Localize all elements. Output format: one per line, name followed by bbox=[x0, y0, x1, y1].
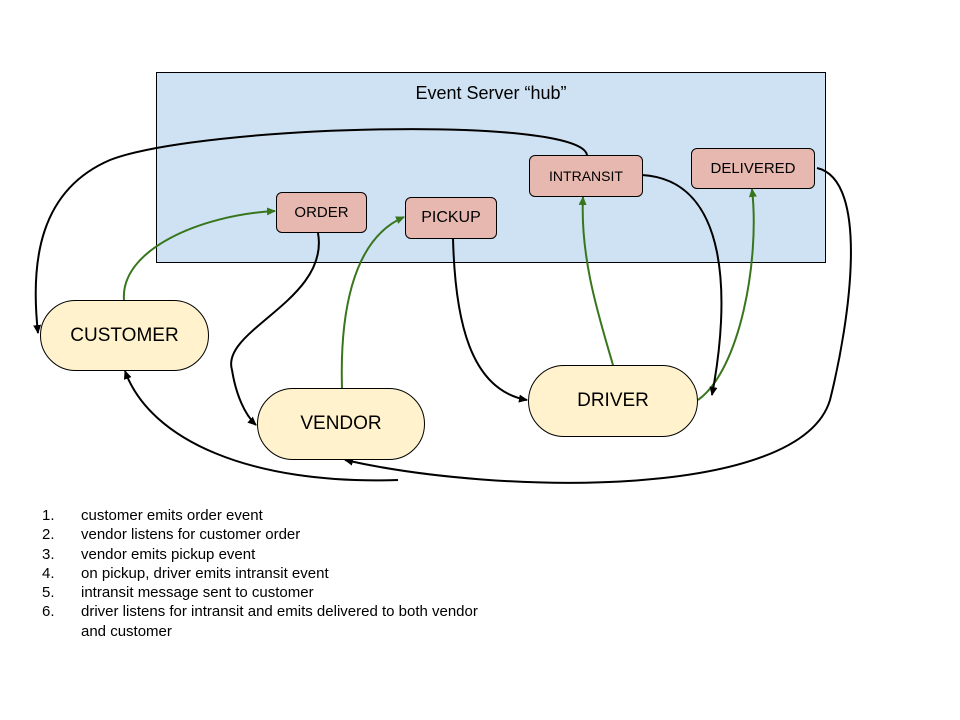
arrow-driver-to-delivered bbox=[697, 188, 757, 401]
list-item: 3. vendor emits pickup event bbox=[42, 545, 501, 564]
event-order-label: ORDER bbox=[294, 204, 349, 221]
actor-customer-label: CUSTOMER bbox=[70, 324, 179, 346]
step-text: driver listens for intransit and emits d… bbox=[81, 603, 478, 640]
step-number: 3. bbox=[42, 545, 55, 563]
event-delivered: DELIVERED bbox=[691, 148, 815, 189]
event-pickup-label: PICKUP bbox=[421, 209, 481, 226]
step-text: on pickup, driver emits intransit event bbox=[81, 564, 329, 582]
actor-customer: CUSTOMER bbox=[40, 300, 209, 371]
arrow-order-to-vendor bbox=[230, 232, 320, 426]
step-text: vendor listens for customer order bbox=[81, 526, 301, 544]
list-item: 5. intransit message sent to customer bbox=[42, 583, 501, 602]
event-delivered-label: DELIVERED bbox=[710, 160, 796, 177]
arrow-vendor-to-pickup bbox=[340, 216, 405, 389]
arrow-delivered-to-customer bbox=[123, 370, 399, 482]
step-number: 5. bbox=[42, 584, 55, 602]
actor-vendor: VENDOR bbox=[257, 388, 425, 460]
actor-vendor-label: VENDOR bbox=[300, 413, 382, 434]
event-pickup: PICKUP bbox=[405, 197, 497, 239]
event-intransit: INTRANSIT bbox=[529, 155, 643, 197]
list-item: 4. on pickup, driver emits intransit even… bbox=[42, 564, 501, 583]
step-text: vendor emits pickup event bbox=[81, 545, 256, 563]
step-number: 2. bbox=[42, 526, 55, 544]
list-item: 6. driver listens for intransit and emits… bbox=[42, 602, 501, 641]
step-number: 1. bbox=[42, 507, 55, 524]
arrow-delivered-to-vendor bbox=[344, 167, 852, 484]
event-order: ORDER bbox=[276, 192, 367, 233]
arrow-intransit-to-customer bbox=[33, 128, 588, 334]
arrow-driver-to-intransit bbox=[578, 196, 614, 366]
step-number: 4. bbox=[42, 564, 55, 582]
event-intransit-label: INTRANSIT bbox=[549, 168, 623, 184]
actor-driver: DRIVER bbox=[528, 365, 698, 437]
step-number: 6. bbox=[42, 603, 55, 621]
list-item: 1. customer emits order event bbox=[42, 506, 501, 525]
actor-driver-label: DRIVER bbox=[577, 390, 649, 411]
steps-list: 1. customer emits order event 2. vendor li… bbox=[42, 506, 501, 641]
hub-title: Event Server “hub” bbox=[415, 83, 567, 103]
arrow-pickup-to-driver bbox=[452, 237, 528, 403]
list-item: 2. vendor listens for customer order bbox=[42, 525, 501, 544]
arrow-customer-to-order bbox=[122, 207, 276, 301]
step-text: customer emits order event bbox=[81, 507, 263, 524]
arrow-intransit-to-driver bbox=[641, 174, 723, 396]
step-text: intransit message sent to customer bbox=[81, 584, 314, 602]
